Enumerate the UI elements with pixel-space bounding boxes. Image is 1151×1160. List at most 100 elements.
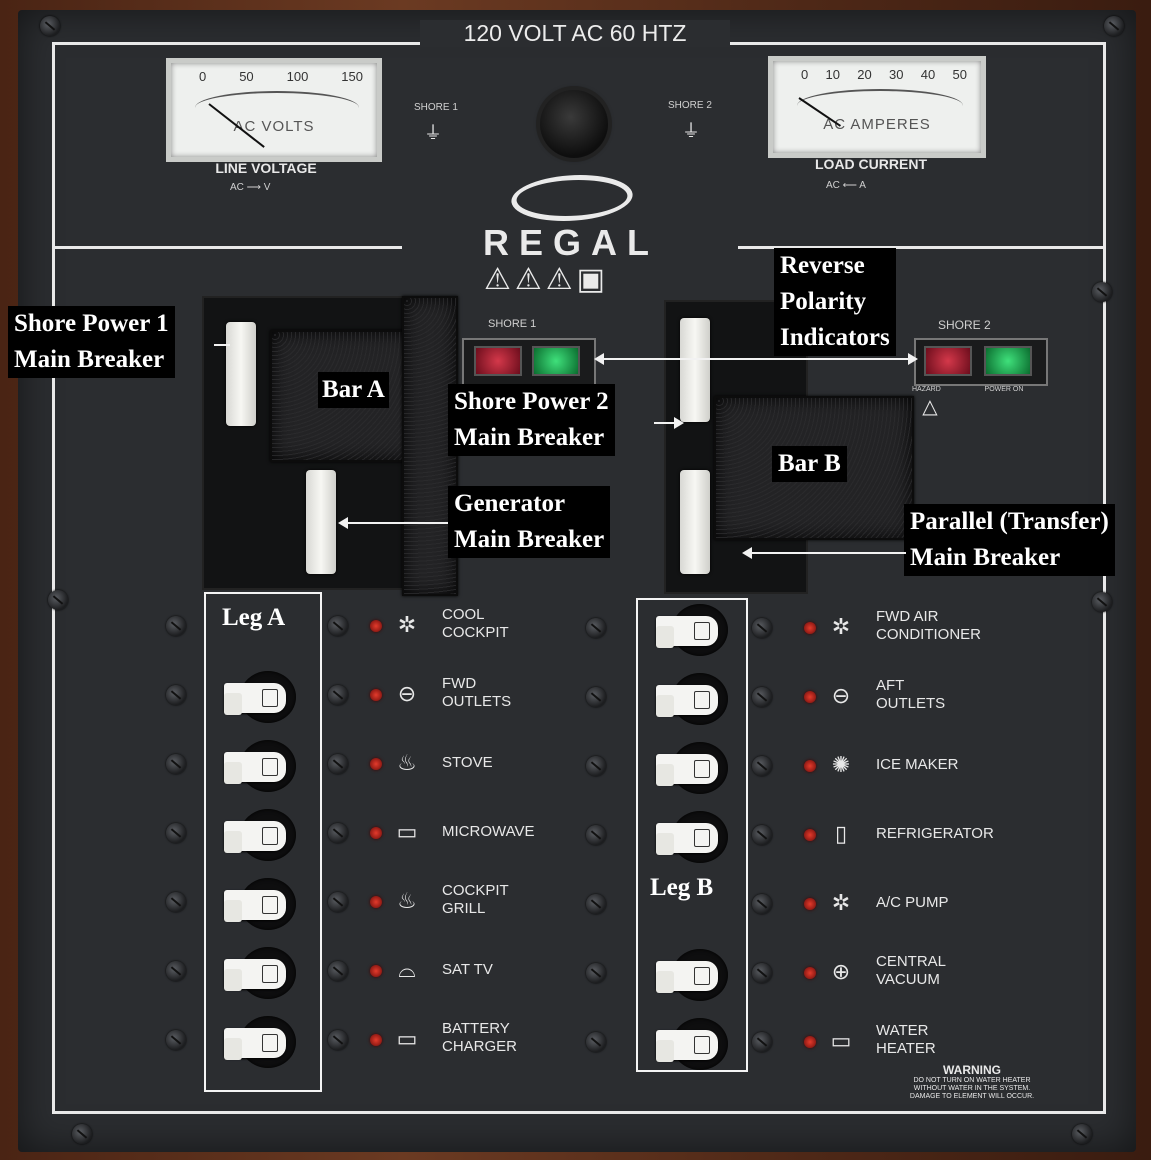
circuit-breaker-switch[interactable]	[652, 949, 728, 1001]
circuit-breaker-switch[interactable]	[220, 809, 296, 861]
screw-icon	[166, 823, 186, 843]
scale-label: 50	[239, 69, 254, 84]
circuit-breaker-switch[interactable]	[220, 740, 296, 792]
leg-b-label: Leg B	[650, 874, 714, 901]
switch-lever[interactable]	[224, 1028, 286, 1060]
circuit-breaker-switch[interactable]	[220, 1016, 296, 1068]
circuit-label: SAT TV	[442, 961, 552, 979]
switch-lever[interactable]	[224, 752, 286, 784]
annotation-parallel: Parallel (Transfer) Main Breaker	[904, 504, 1115, 576]
circuit-label: ICE MAKER	[876, 756, 1016, 774]
screw-icon	[72, 1124, 92, 1144]
shore-plug-icon: ⏚	[424, 123, 442, 143]
shore2-symbol-label: SHORE 2	[668, 100, 712, 111]
circuit-label-line: GRILL	[442, 900, 486, 917]
annotation-bar-b: Bar B	[772, 446, 847, 482]
circuit-led	[804, 1036, 816, 1048]
generator-breaker[interactable]	[306, 470, 336, 574]
screw-icon	[328, 1030, 348, 1050]
divider-line	[52, 246, 402, 249]
hazard-label: HAZARD	[912, 386, 941, 393]
circuit-label-line: VACUUM	[876, 971, 940, 988]
circuit-breaker-switch[interactable]	[652, 673, 728, 725]
screw-icon	[1092, 282, 1112, 302]
switch-mark	[262, 689, 278, 707]
switch-lever[interactable]	[224, 890, 286, 922]
current-title: LOAD CURRENT	[815, 156, 927, 172]
circuit-led	[804, 622, 816, 634]
annotation-line: Main Breaker	[454, 424, 605, 451]
switch-lever[interactable]	[224, 821, 286, 853]
annotation-line: Shore Power 1	[14, 310, 169, 337]
vacuum-icon: ⊕	[831, 959, 851, 984]
voltage-title: LINE VOLTAGE	[215, 160, 317, 176]
circuit-label-line: MICROWAVE	[442, 823, 535, 840]
power-on-lamp	[532, 346, 580, 376]
switch-lever[interactable]	[656, 616, 718, 648]
circuit-led	[804, 898, 816, 910]
outlet-icon: ⊖	[397, 681, 417, 706]
annotation-line: Polarity	[780, 288, 867, 315]
circuit-led	[370, 689, 382, 701]
switch-mark	[694, 967, 710, 985]
circuit-label: STOVE	[442, 754, 552, 772]
circuit-breaker-switch[interactable]	[220, 878, 296, 930]
microwave-icon: ▭	[396, 819, 418, 844]
circuit-label-line: A/C PUMP	[876, 894, 949, 911]
annotation-line: Generator	[454, 490, 566, 517]
screw-icon	[1092, 592, 1112, 612]
screw-icon	[166, 1030, 186, 1050]
switch-lever[interactable]	[656, 823, 718, 855]
shore-power-1-breaker[interactable]	[226, 322, 256, 426]
parallel-breaker[interactable]	[680, 470, 710, 574]
circuit-led	[370, 896, 382, 908]
switch-lever[interactable]	[656, 754, 718, 786]
circuit-led	[804, 691, 816, 703]
circuit-label-line: FWD AIR	[876, 608, 939, 625]
shore-power-2-breaker[interactable]	[680, 318, 710, 422]
screw-icon	[48, 590, 68, 610]
annotation-line: Main Breaker	[910, 544, 1061, 571]
circuit-breaker-switch[interactable]	[652, 1018, 728, 1070]
switch-lever[interactable]	[656, 685, 718, 717]
arrow	[338, 517, 448, 529]
circuit-label-line: STOVE	[442, 754, 493, 771]
circuit-breaker-switch[interactable]	[652, 811, 728, 863]
circuit-breaker-switch[interactable]	[220, 947, 296, 999]
switch-mark	[262, 965, 278, 983]
power-on-label: POWER ON	[984, 386, 1024, 393]
circuit-label-line: OUTLETS	[442, 693, 512, 710]
frame-line	[52, 42, 422, 45]
screw-icon	[166, 616, 186, 636]
annotation-line: Main Breaker	[14, 346, 165, 373]
circuit-breaker-switch[interactable]	[652, 604, 728, 656]
screw-icon	[752, 618, 772, 638]
switch-lever[interactable]	[656, 1030, 718, 1062]
screw-icon	[586, 1032, 606, 1052]
annotation-line: Main Breaker	[454, 526, 605, 553]
circuit-breaker-switch[interactable]	[220, 671, 296, 723]
annotation-reverse-polarity: Reverse Polarity Indicators	[774, 248, 896, 356]
switch-lever[interactable]	[656, 961, 718, 993]
heat-icon: ♨	[397, 750, 417, 775]
arrow	[742, 547, 906, 559]
circuit-label-line: CENTRAL	[876, 953, 947, 970]
voltage-scale: 0 50 100 150	[199, 69, 363, 84]
warning-icons: ⚠⚠⚠▣	[484, 263, 610, 296]
frame-line	[52, 1111, 1106, 1114]
switch-mark	[694, 1036, 710, 1054]
switch-lever[interactable]	[224, 683, 286, 715]
circuit-label-line: HEATER	[876, 1040, 936, 1057]
circuit-breaker-switch[interactable]	[652, 742, 728, 794]
circuit-label-line: FWD	[442, 675, 477, 692]
current-meter: 0 10 20 30 40 50 AC AMPERES	[768, 56, 986, 158]
scale-label: 150	[341, 69, 363, 84]
panel-knob[interactable]	[540, 90, 608, 158]
circuit-led	[804, 760, 816, 772]
screw-icon	[752, 756, 772, 776]
switch-lever[interactable]	[224, 959, 286, 991]
